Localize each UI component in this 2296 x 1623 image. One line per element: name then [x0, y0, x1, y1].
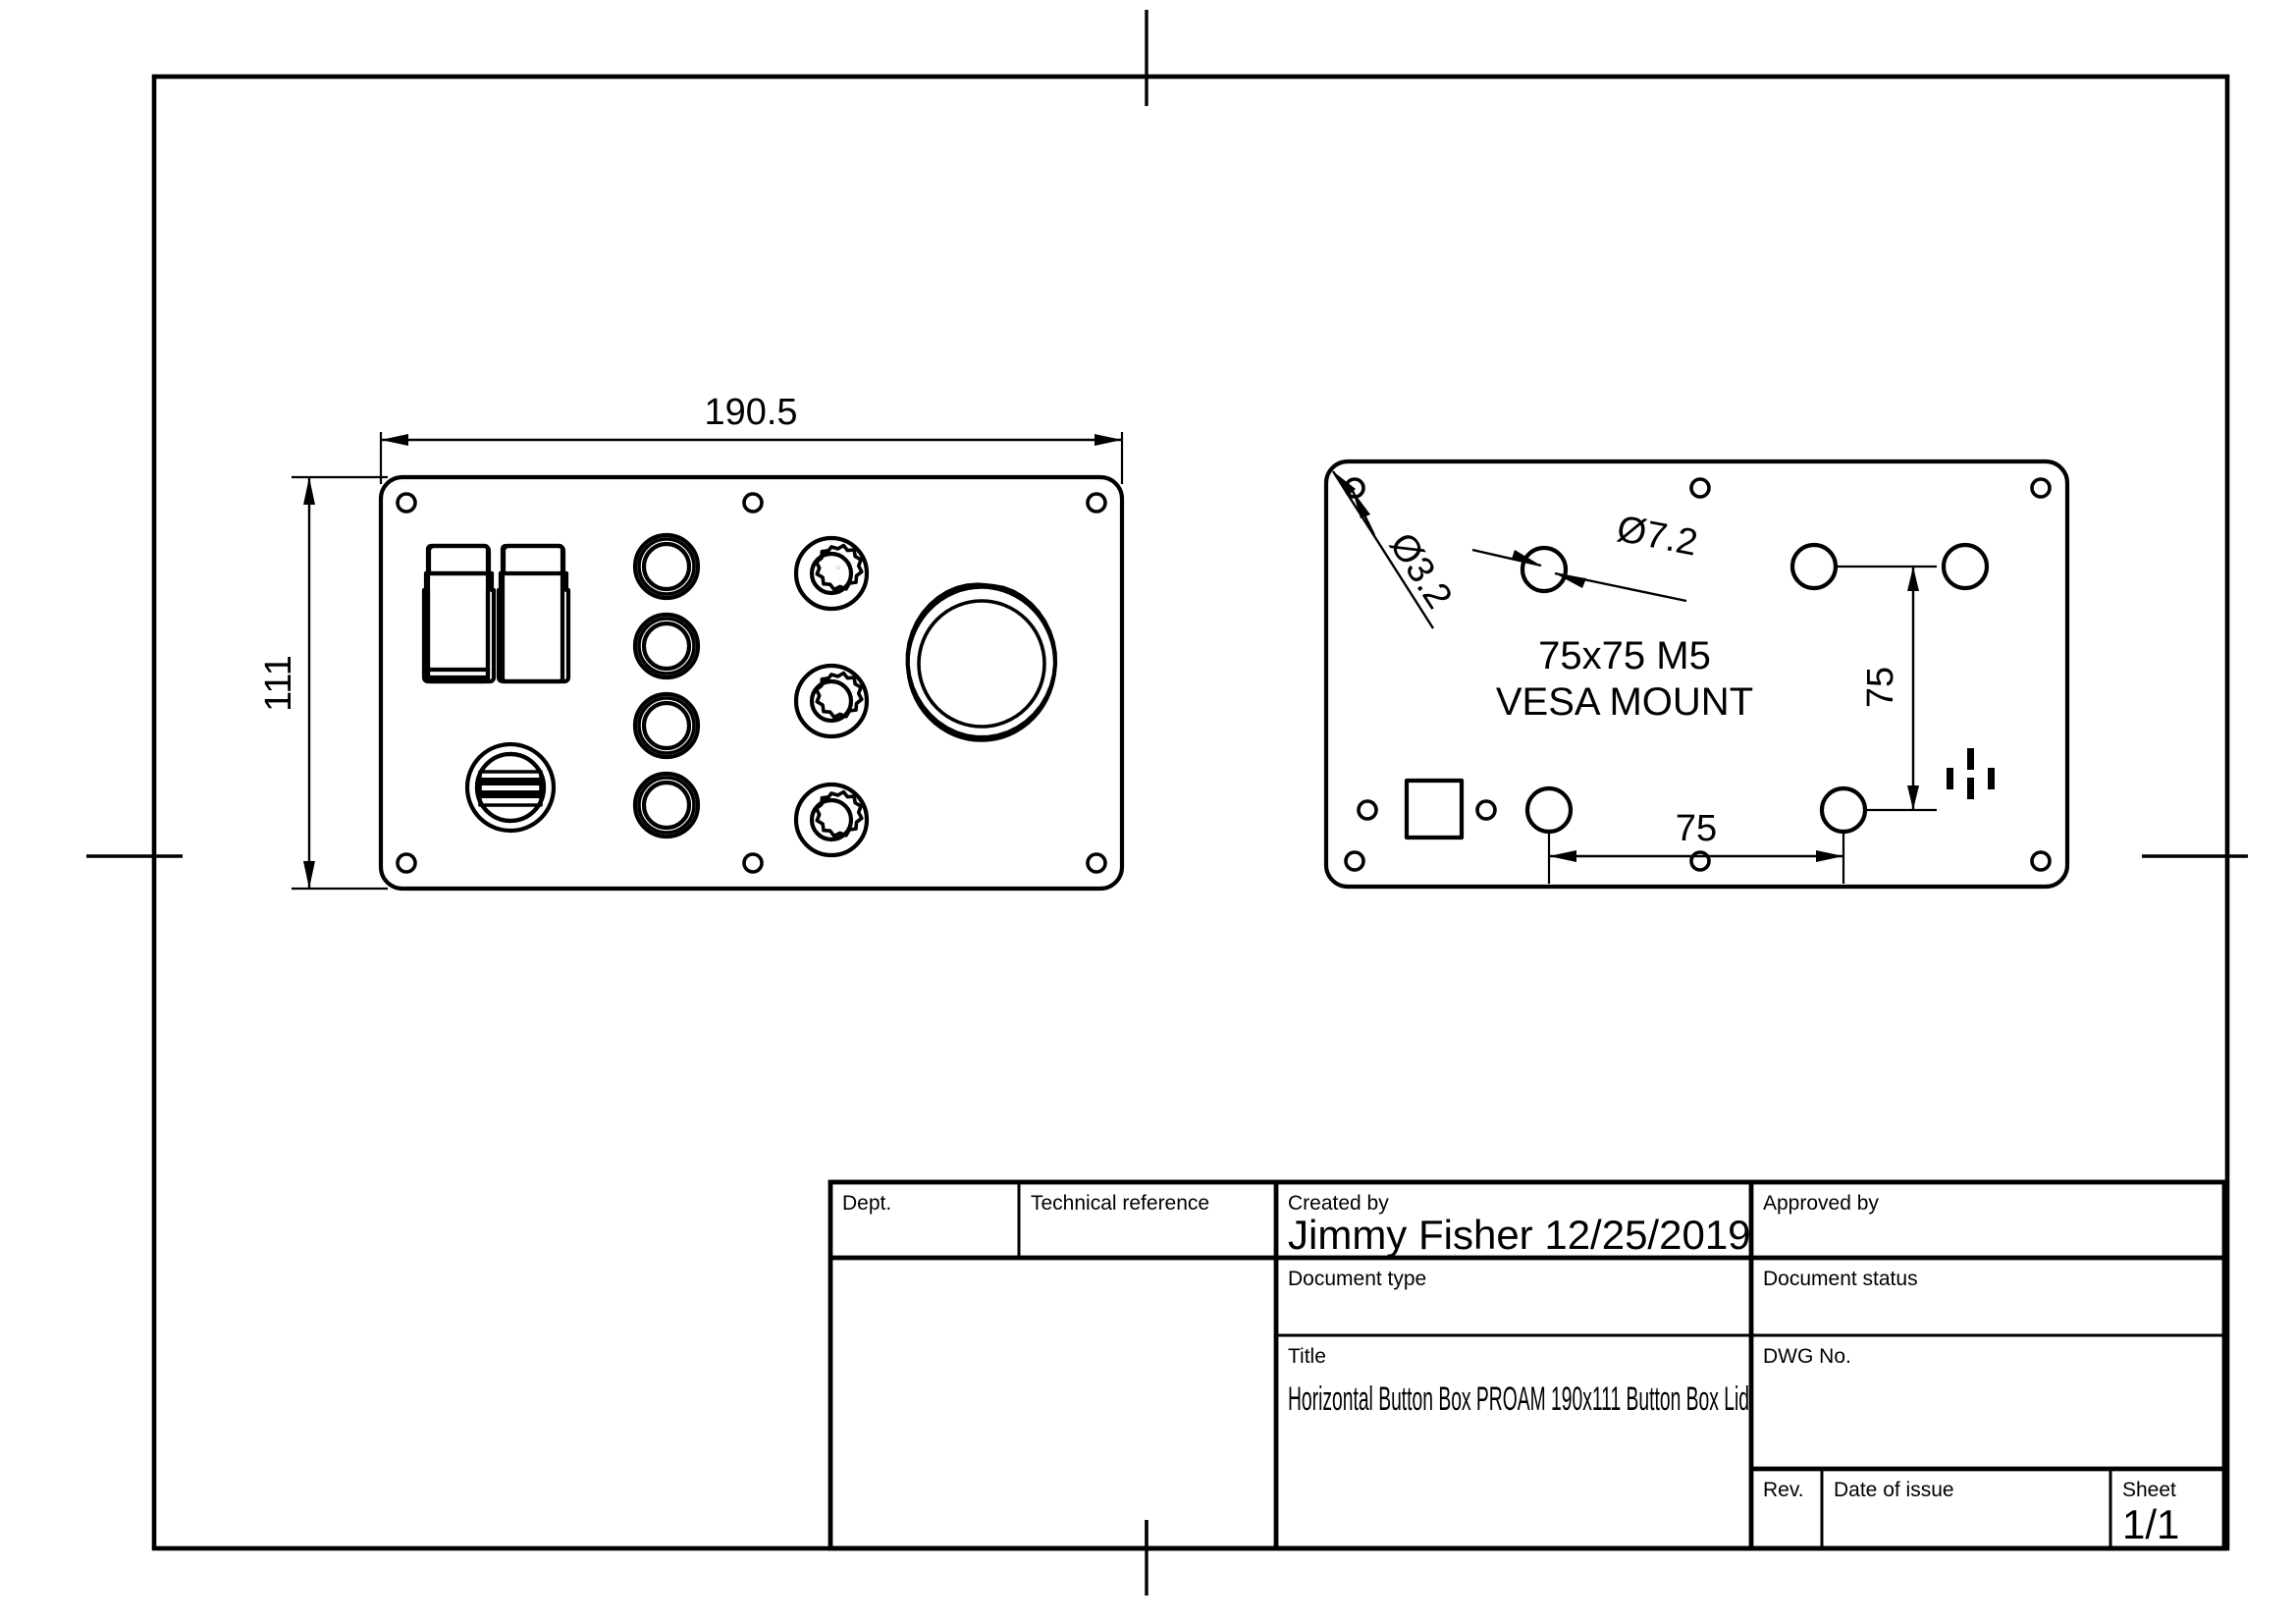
label-dwg-no: DWG No.: [1763, 1345, 1851, 1368]
square-cutout: [1404, 778, 1465, 840]
title-block: Dept. Technical reference Created by App…: [828, 1179, 2227, 1551]
large-rotary-knob: [905, 582, 1058, 742]
small-hole-top-center: [1689, 477, 1711, 499]
splined-knob-2: [793, 663, 870, 739]
small-hole-inner-left: [1357, 799, 1378, 821]
dimension-vesa-horizontal-75: 75: [1547, 808, 1845, 884]
sheet-border: [151, 74, 2230, 1551]
toggle-switch-cutout-2: [496, 543, 571, 684]
front-plate-outline: [378, 474, 1125, 892]
vesa-label-line-2: VESA MOUNT: [1496, 680, 1753, 724]
label-document-type: Document type: [1288, 1268, 1426, 1290]
vesa-mount-annotation: 75x75 M5 VESA MOUNT: [1496, 634, 1753, 724]
back-plate-outline: [1323, 459, 2070, 890]
small-hole-bottom-center: [1689, 850, 1711, 872]
dimension-height-111: 111: [258, 475, 388, 891]
value-title: Horizontal Button Box PROAM 190x111 Butt…: [1288, 1380, 1749, 1418]
round-button-4: [632, 771, 701, 839]
vesa-label-line-1: 75x75 M5: [1538, 634, 1711, 677]
splined-knob-1: [793, 535, 870, 612]
vesa-callout-hole: [1520, 545, 1569, 594]
dimension-label-vesa-horizontal: 75: [1676, 808, 1717, 849]
dimension-label-height: 111: [258, 655, 299, 712]
round-button-1: [632, 532, 701, 601]
dimension-label-vesa-vertical: 75: [1860, 667, 1901, 708]
label-technical-reference: Technical reference: [1031, 1192, 1209, 1215]
vesa-hole-top-right: [1941, 542, 1990, 591]
round-button-3: [632, 691, 701, 760]
value-created-by: Jimmy Fisher 12/25/2019: [1288, 1212, 1751, 1258]
small-hole-inner-right: [1475, 799, 1497, 821]
value-sheet: 1/1: [2122, 1501, 2179, 1547]
view-back-face: Ø3.2 Ø7.2 75x75 M5 VESA MOUNT 75: [1323, 459, 2070, 890]
dimension-label-width: 190.5: [704, 392, 797, 433]
centre-mark-ticks: [1947, 748, 1995, 799]
label-sheet: Sheet: [2122, 1479, 2176, 1501]
front-plate-screw-holes: [396, 492, 1107, 874]
label-date-of-issue: Date of issue: [1834, 1479, 1954, 1501]
view-front-face: 190.5 111: [258, 392, 1125, 892]
key-switch: [464, 741, 557, 834]
label-hole-large-dia: Ø7.2: [1614, 509, 1701, 565]
label-hole-small-dia: Ø3.2: [1381, 525, 1460, 616]
leader-dia-7-2: Ø7.2: [1471, 509, 1701, 603]
label-title: Title: [1288, 1345, 1326, 1368]
small-hole-bottom-left: [1344, 850, 1365, 872]
small-hole-top-right: [2030, 477, 2052, 499]
label-document-status: Document status: [1763, 1268, 1918, 1290]
vesa-hole-top-left: [1789, 542, 1839, 591]
splined-knob-3: [793, 782, 870, 858]
small-hole-bottom-right: [2030, 850, 2052, 872]
label-dept: Dept.: [842, 1192, 891, 1215]
dimension-vesa-vertical-75: 75: [1836, 565, 1937, 812]
label-approved-by: Approved by: [1763, 1192, 1879, 1215]
dimension-width-190-5: 190.5: [379, 392, 1124, 484]
center-marks: [86, 10, 2248, 1596]
label-created-by: Created by: [1288, 1192, 1389, 1215]
vesa-hole-bottom-left: [1524, 785, 1574, 835]
label-rev: Rev.: [1763, 1479, 1804, 1501]
round-button-2: [632, 612, 701, 680]
vesa-hole-bottom-right: [1819, 785, 1868, 835]
toggle-switch-cutout-1: [421, 543, 497, 684]
